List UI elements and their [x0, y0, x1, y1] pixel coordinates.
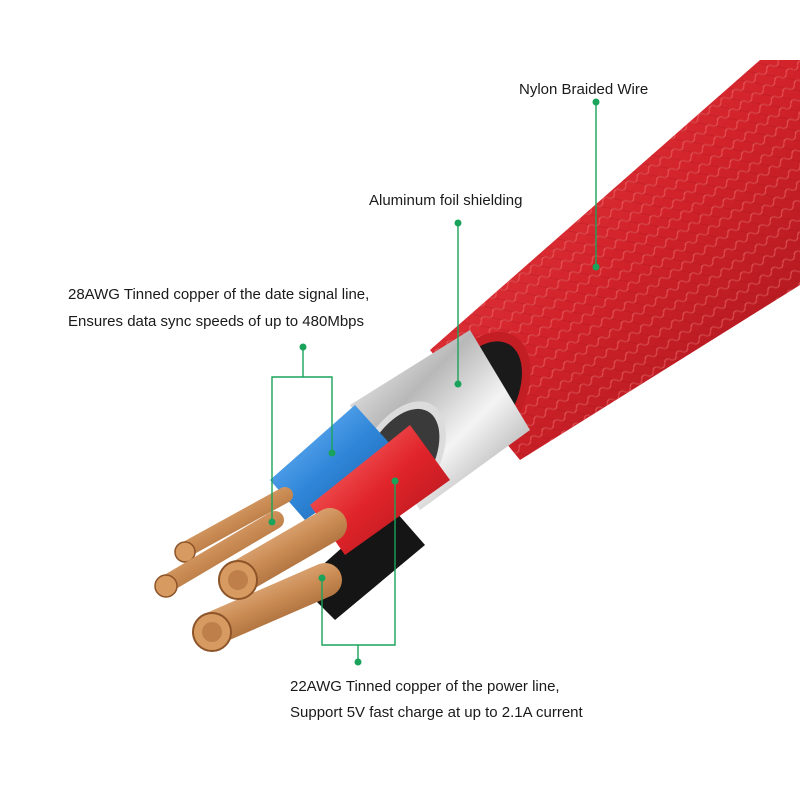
signal-line-label-2: Ensures data sync speeds of up to 480Mbp… — [68, 312, 364, 332]
nylon-label: Nylon Braided Wire — [519, 80, 648, 100]
power-line-label-2: Support 5V fast charge at up to 2.1A cur… — [290, 703, 583, 723]
copper-strand-end — [155, 575, 177, 597]
signal-line-label-1: 28AWG Tinned copper of the date signal l… — [68, 285, 369, 305]
foil-label: Aluminum foil shielding — [369, 191, 522, 211]
power-line-label-1: 22AWG Tinned copper of the power line, — [290, 677, 560, 697]
